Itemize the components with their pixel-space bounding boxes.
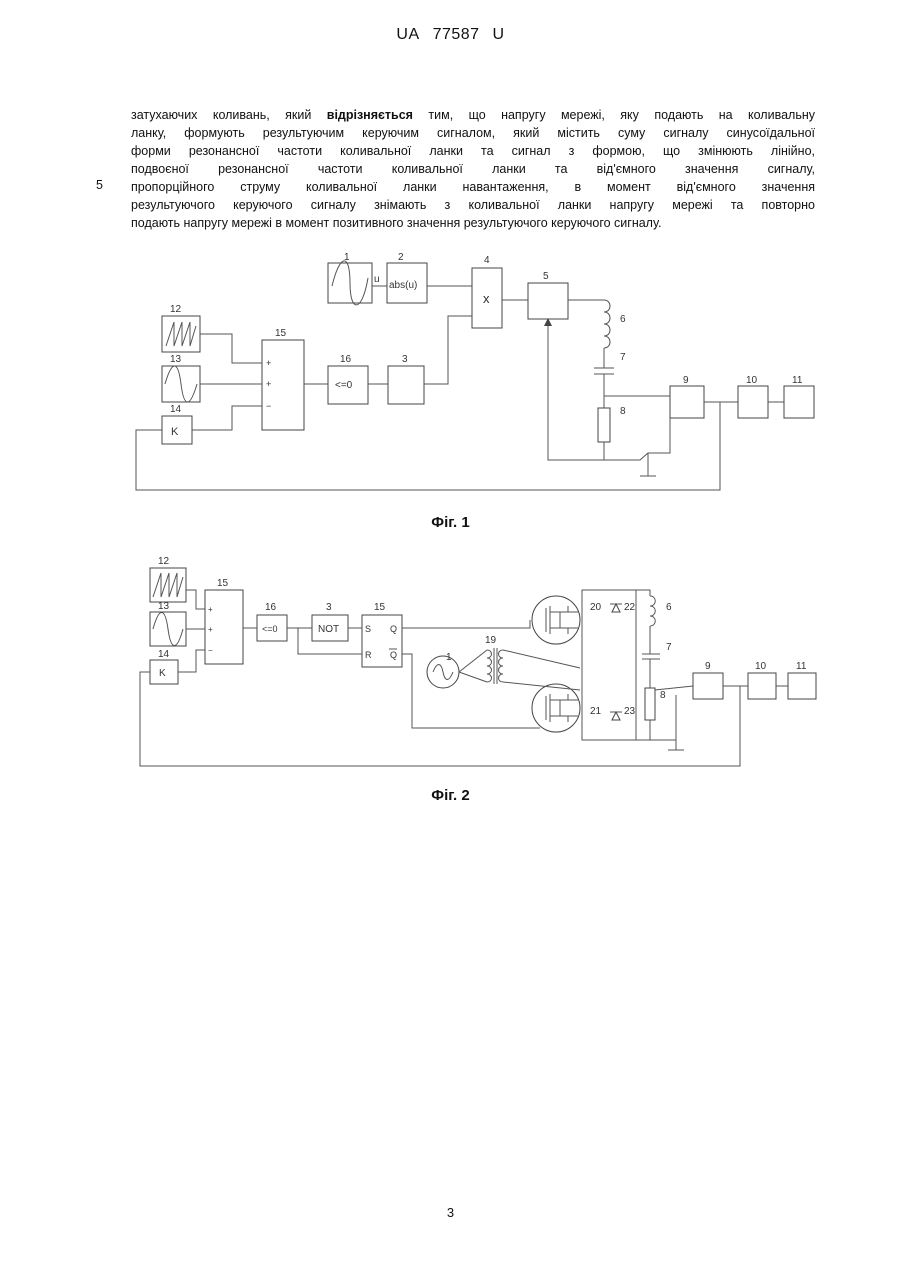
label-s: S	[365, 624, 371, 634]
label-comparator: <=0	[262, 624, 278, 634]
label-15: 15	[275, 328, 287, 339]
label-1: 1	[344, 252, 350, 263]
block-11	[788, 673, 816, 699]
label-12: 12	[170, 304, 182, 315]
label-plus: +	[266, 358, 271, 368]
label-14: 14	[170, 404, 182, 415]
label-22: 22	[624, 602, 636, 613]
resistor-8	[645, 688, 655, 720]
header-kind: U	[493, 26, 505, 43]
label-4: 4	[484, 255, 490, 266]
label-6: 6	[620, 314, 626, 325]
block-12-sawtooth	[162, 316, 200, 352]
label-19: 19	[485, 635, 497, 646]
figure-2: 12 13 14 15 16 3 15 19 1 20 21 22 23 6 7…	[0, 550, 901, 775]
label-qbar: Q	[390, 650, 397, 660]
paragraph-line: форми резонансної частоти коливальної ла…	[131, 142, 815, 160]
paragraph-line: результуючого керуючого сигналу знімають…	[131, 196, 815, 214]
label-7: 7	[666, 642, 672, 653]
label-10: 10	[755, 661, 767, 672]
label-6: 6	[666, 602, 672, 613]
block-11	[784, 386, 814, 418]
inductor-6	[604, 300, 610, 348]
label-7: 7	[620, 352, 626, 363]
label-3: 3	[326, 602, 332, 613]
paragraph-line: подвоєної резонансної частоти коливально…	[131, 160, 815, 178]
block-5-switch	[528, 283, 568, 319]
label-13: 13	[158, 601, 170, 612]
label-3: 3	[402, 354, 408, 365]
label-16: 16	[340, 354, 352, 365]
inductor-6	[650, 596, 655, 626]
label-1: 1	[446, 652, 452, 663]
paragraph-line: ланку, формують результуючим керуючим си…	[131, 124, 815, 142]
label-15: 15	[374, 602, 386, 613]
label-minus: −	[208, 646, 213, 655]
label-gain: K	[159, 668, 166, 679]
label-abs: abs(u)	[389, 280, 417, 291]
label-13: 13	[170, 354, 182, 365]
diode-20	[612, 604, 620, 612]
label-8: 8	[660, 690, 666, 701]
label-8: 8	[620, 406, 626, 417]
label-plus: +	[208, 605, 213, 614]
bold-term: відрізняється	[327, 108, 413, 122]
figure-2-caption: Фіг. 2	[0, 787, 901, 804]
label-plus: +	[266, 379, 271, 389]
claim-paragraph: затухаючих коливань, який відрізняється …	[131, 106, 815, 232]
label-9: 9	[705, 661, 711, 672]
transistor-bottom	[532, 684, 580, 732]
label-21: 21	[590, 706, 602, 717]
figure-1-diagram: 1 2 4 5 6 7 8 9 10 11 12 13 14 15 16 3 u…	[0, 248, 901, 498]
label-12: 12	[158, 556, 170, 567]
resistor-8	[598, 408, 610, 442]
label-q: Q	[390, 624, 397, 634]
figure-1: 1 2 4 5 6 7 8 9 10 11 12 13 14 15 16 3 u…	[0, 248, 901, 498]
block-10	[748, 673, 776, 699]
label-10: 10	[746, 375, 758, 386]
header-number: 77587	[433, 26, 480, 43]
figure-1-caption: Фіг. 1	[0, 514, 901, 531]
block-9	[693, 673, 723, 699]
label-5: 5	[543, 271, 549, 282]
label-gain: K	[171, 426, 179, 438]
label-r: R	[365, 650, 372, 660]
label-14: 14	[158, 649, 170, 660]
label-minus: −	[266, 401, 271, 411]
diode-23	[612, 712, 620, 720]
label-multiply: x	[483, 291, 490, 306]
label-plus: +	[208, 625, 213, 634]
paragraph-line: затухаючих коливань, який відрізняється …	[131, 106, 815, 124]
label-comparator: <=0	[335, 380, 353, 391]
label-11: 11	[796, 661, 807, 672]
page-number: 3	[0, 1205, 901, 1220]
label-not: NOT	[318, 624, 339, 635]
block-9	[670, 386, 704, 418]
figure-2-diagram: 12 13 14 15 16 3 15 19 1 20 21 22 23 6 7…	[0, 550, 901, 775]
transformer-19-primary	[487, 650, 492, 682]
label-u: u	[374, 274, 380, 285]
label-20: 20	[590, 602, 602, 613]
line-number: 5	[96, 178, 103, 192]
paragraph-line: пропорційного струму коливальної ланки н…	[131, 178, 815, 196]
transformer-19-secondary	[499, 650, 504, 682]
label-2: 2	[398, 252, 404, 263]
label-15: 15	[217, 578, 229, 589]
label-23: 23	[624, 706, 636, 717]
label-9: 9	[683, 375, 689, 386]
block-10	[738, 386, 768, 418]
block-3	[388, 366, 424, 404]
paragraph-line: подають напругу мережі в момент позитивн…	[131, 214, 815, 232]
label-11: 11	[792, 375, 803, 386]
transistor-top	[532, 596, 580, 644]
header-country: UA	[396, 26, 419, 43]
label-16: 16	[265, 602, 277, 613]
document-header: UA 77587 U	[0, 26, 901, 44]
